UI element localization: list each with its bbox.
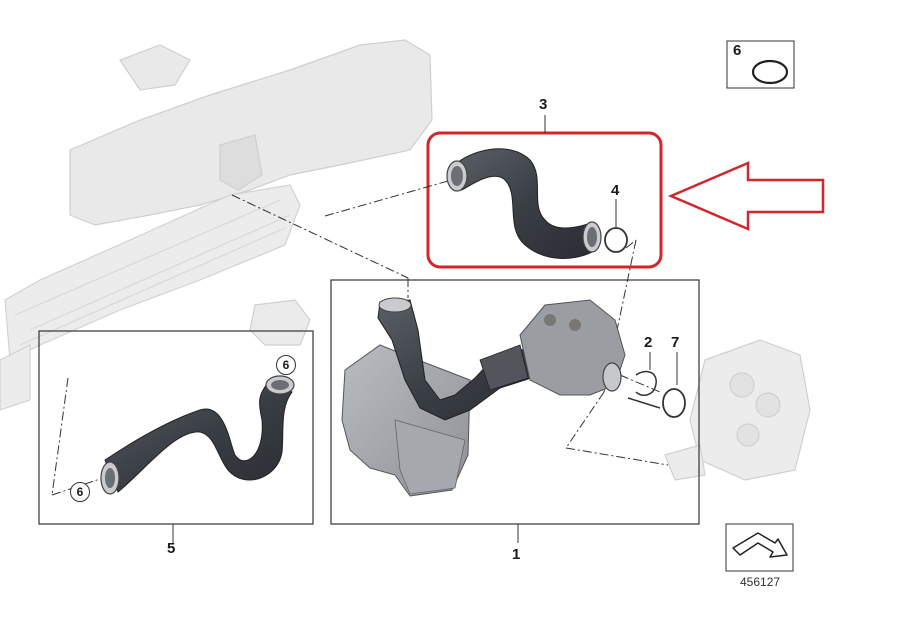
group-frame-1 — [330, 279, 700, 525]
ghost-intercooler — [0, 184, 301, 411]
part-label-7: 7 — [671, 334, 680, 351]
o-ring-icon — [751, 59, 789, 85]
part-label-4: 4 — [611, 182, 620, 199]
assembly-lines — [51, 180, 669, 496]
red-outline-arrow-icon — [667, 161, 825, 231]
hose-part-3 — [446, 148, 602, 259]
legend-label-6: 6 — [733, 42, 742, 59]
o-ring-part-7 — [662, 388, 686, 418]
ghost-intake-manifold — [69, 39, 433, 226]
group-frame-5 — [38, 330, 314, 525]
hose-part-5 — [100, 375, 295, 495]
ghost-turbo — [664, 339, 811, 481]
part-label-1: 1 — [512, 546, 521, 563]
arrow-icon — [732, 532, 788, 558]
leader-lines — [172, 115, 678, 543]
part-label-5: 5 — [167, 540, 176, 557]
part-label-2: 2 — [644, 334, 653, 351]
callout-6-bottom: 6 — [70, 482, 90, 502]
o-ring-part-4 — [604, 227, 628, 253]
part-label-3: 3 — [539, 96, 548, 113]
intake-silencer-part-1 — [341, 297, 626, 497]
clip-part-2 — [627, 370, 661, 409]
reference-number: 456127 — [740, 575, 781, 589]
ghost-throttle — [249, 299, 311, 346]
callout-6-top: 6 — [276, 355, 296, 375]
